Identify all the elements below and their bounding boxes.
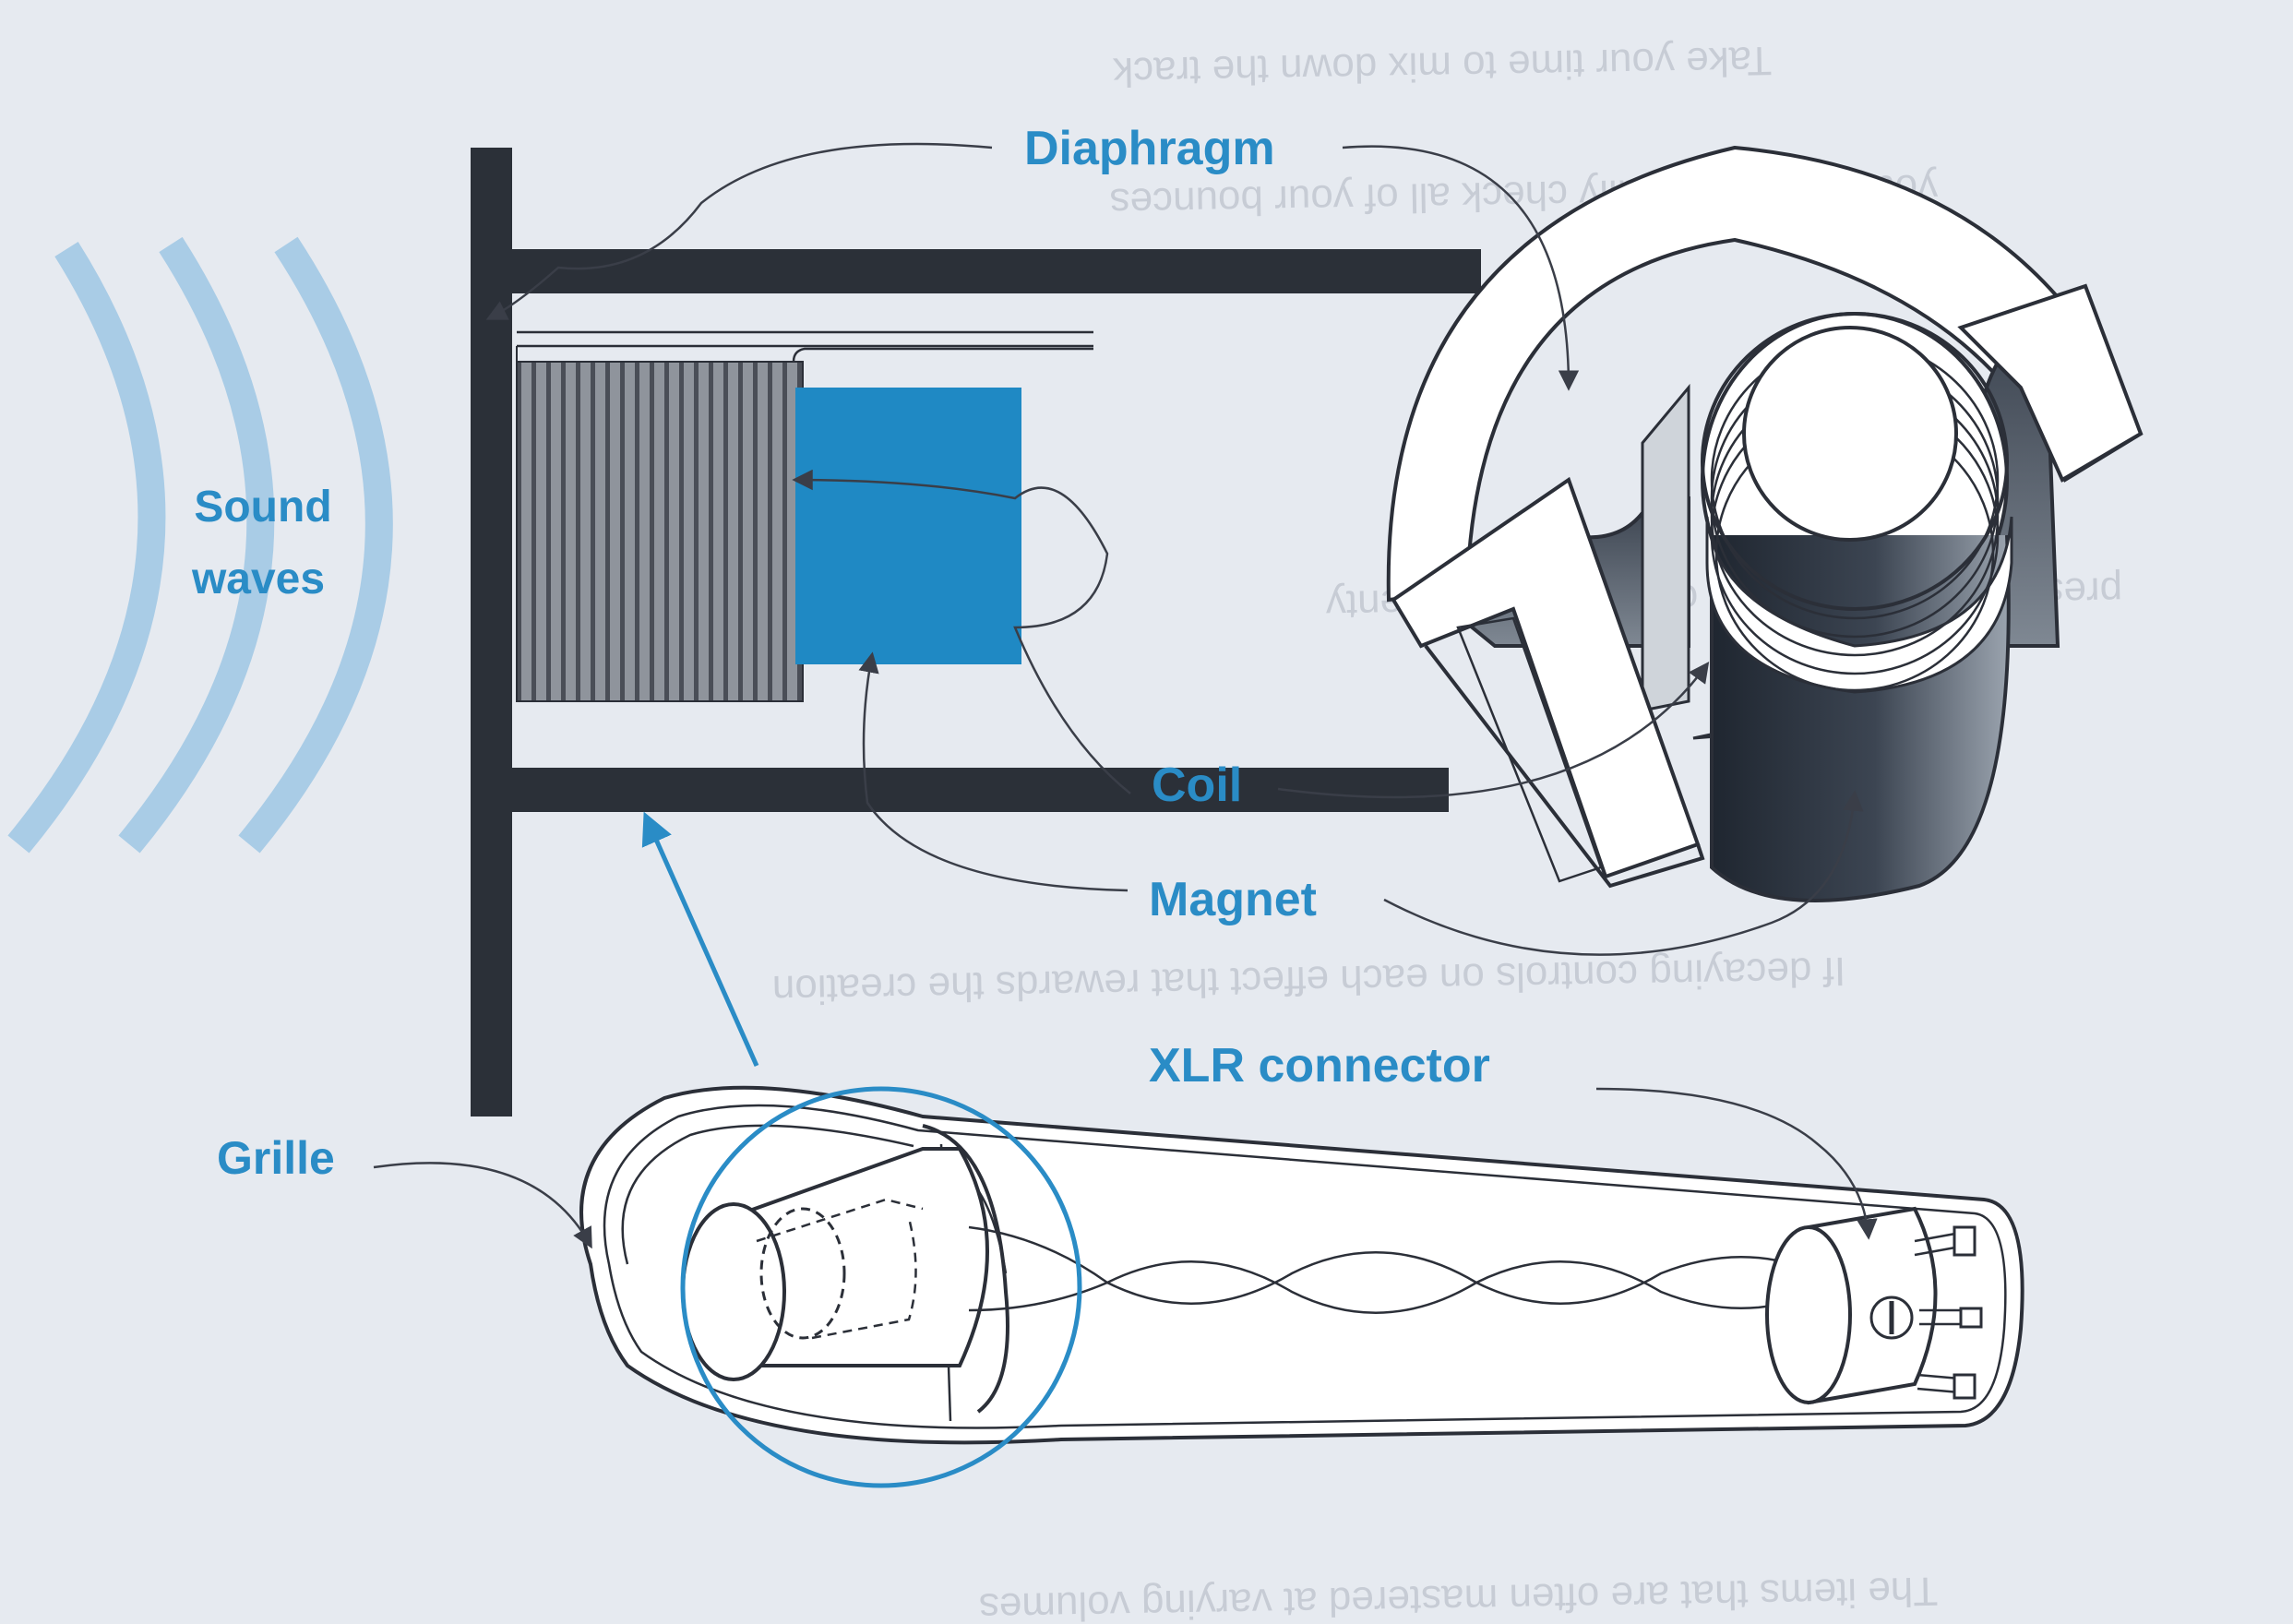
- sound-waves-label: Sound: [194, 483, 331, 531]
- magnet-block: [795, 388, 1021, 664]
- diaphragm-label: Diaphragm: [1024, 122, 1275, 175]
- svg-text:Take your time to mix down the: Take your time to mix down the track: [1112, 38, 1773, 94]
- magnet-label: Magnet: [1149, 873, 1317, 926]
- capsule-cross-section: [471, 148, 1481, 1116]
- svg-text:If decaying controls on each e: If decaying controls on each effect that…: [771, 949, 1845, 1012]
- grille-label: Grille: [217, 1132, 335, 1184]
- housing-bottom-arm: [471, 768, 1449, 812]
- capsule-cutaway-3d: [1386, 145, 2144, 902]
- grille-highlight-circle: [680, 1086, 1082, 1488]
- housing-top-arm: [471, 249, 1481, 293]
- svg-text:The items that are often maste: The items that are often mastered at var…: [979, 1569, 1939, 1624]
- pointer-lines: [373, 142, 1878, 1249]
- zoom-arrow: [641, 811, 759, 1068]
- sound-waves-label: waves: [191, 555, 325, 603]
- coil-stripes: [516, 346, 804, 702]
- xlr-connector-label: XLR connector: [1149, 1039, 1490, 1093]
- coil-label: Coil: [1152, 758, 1242, 812]
- microphone-body: [579, 811, 2024, 1488]
- sound-waves-graphic: [7, 236, 393, 854]
- diaphragm-sheet: [517, 330, 1093, 348]
